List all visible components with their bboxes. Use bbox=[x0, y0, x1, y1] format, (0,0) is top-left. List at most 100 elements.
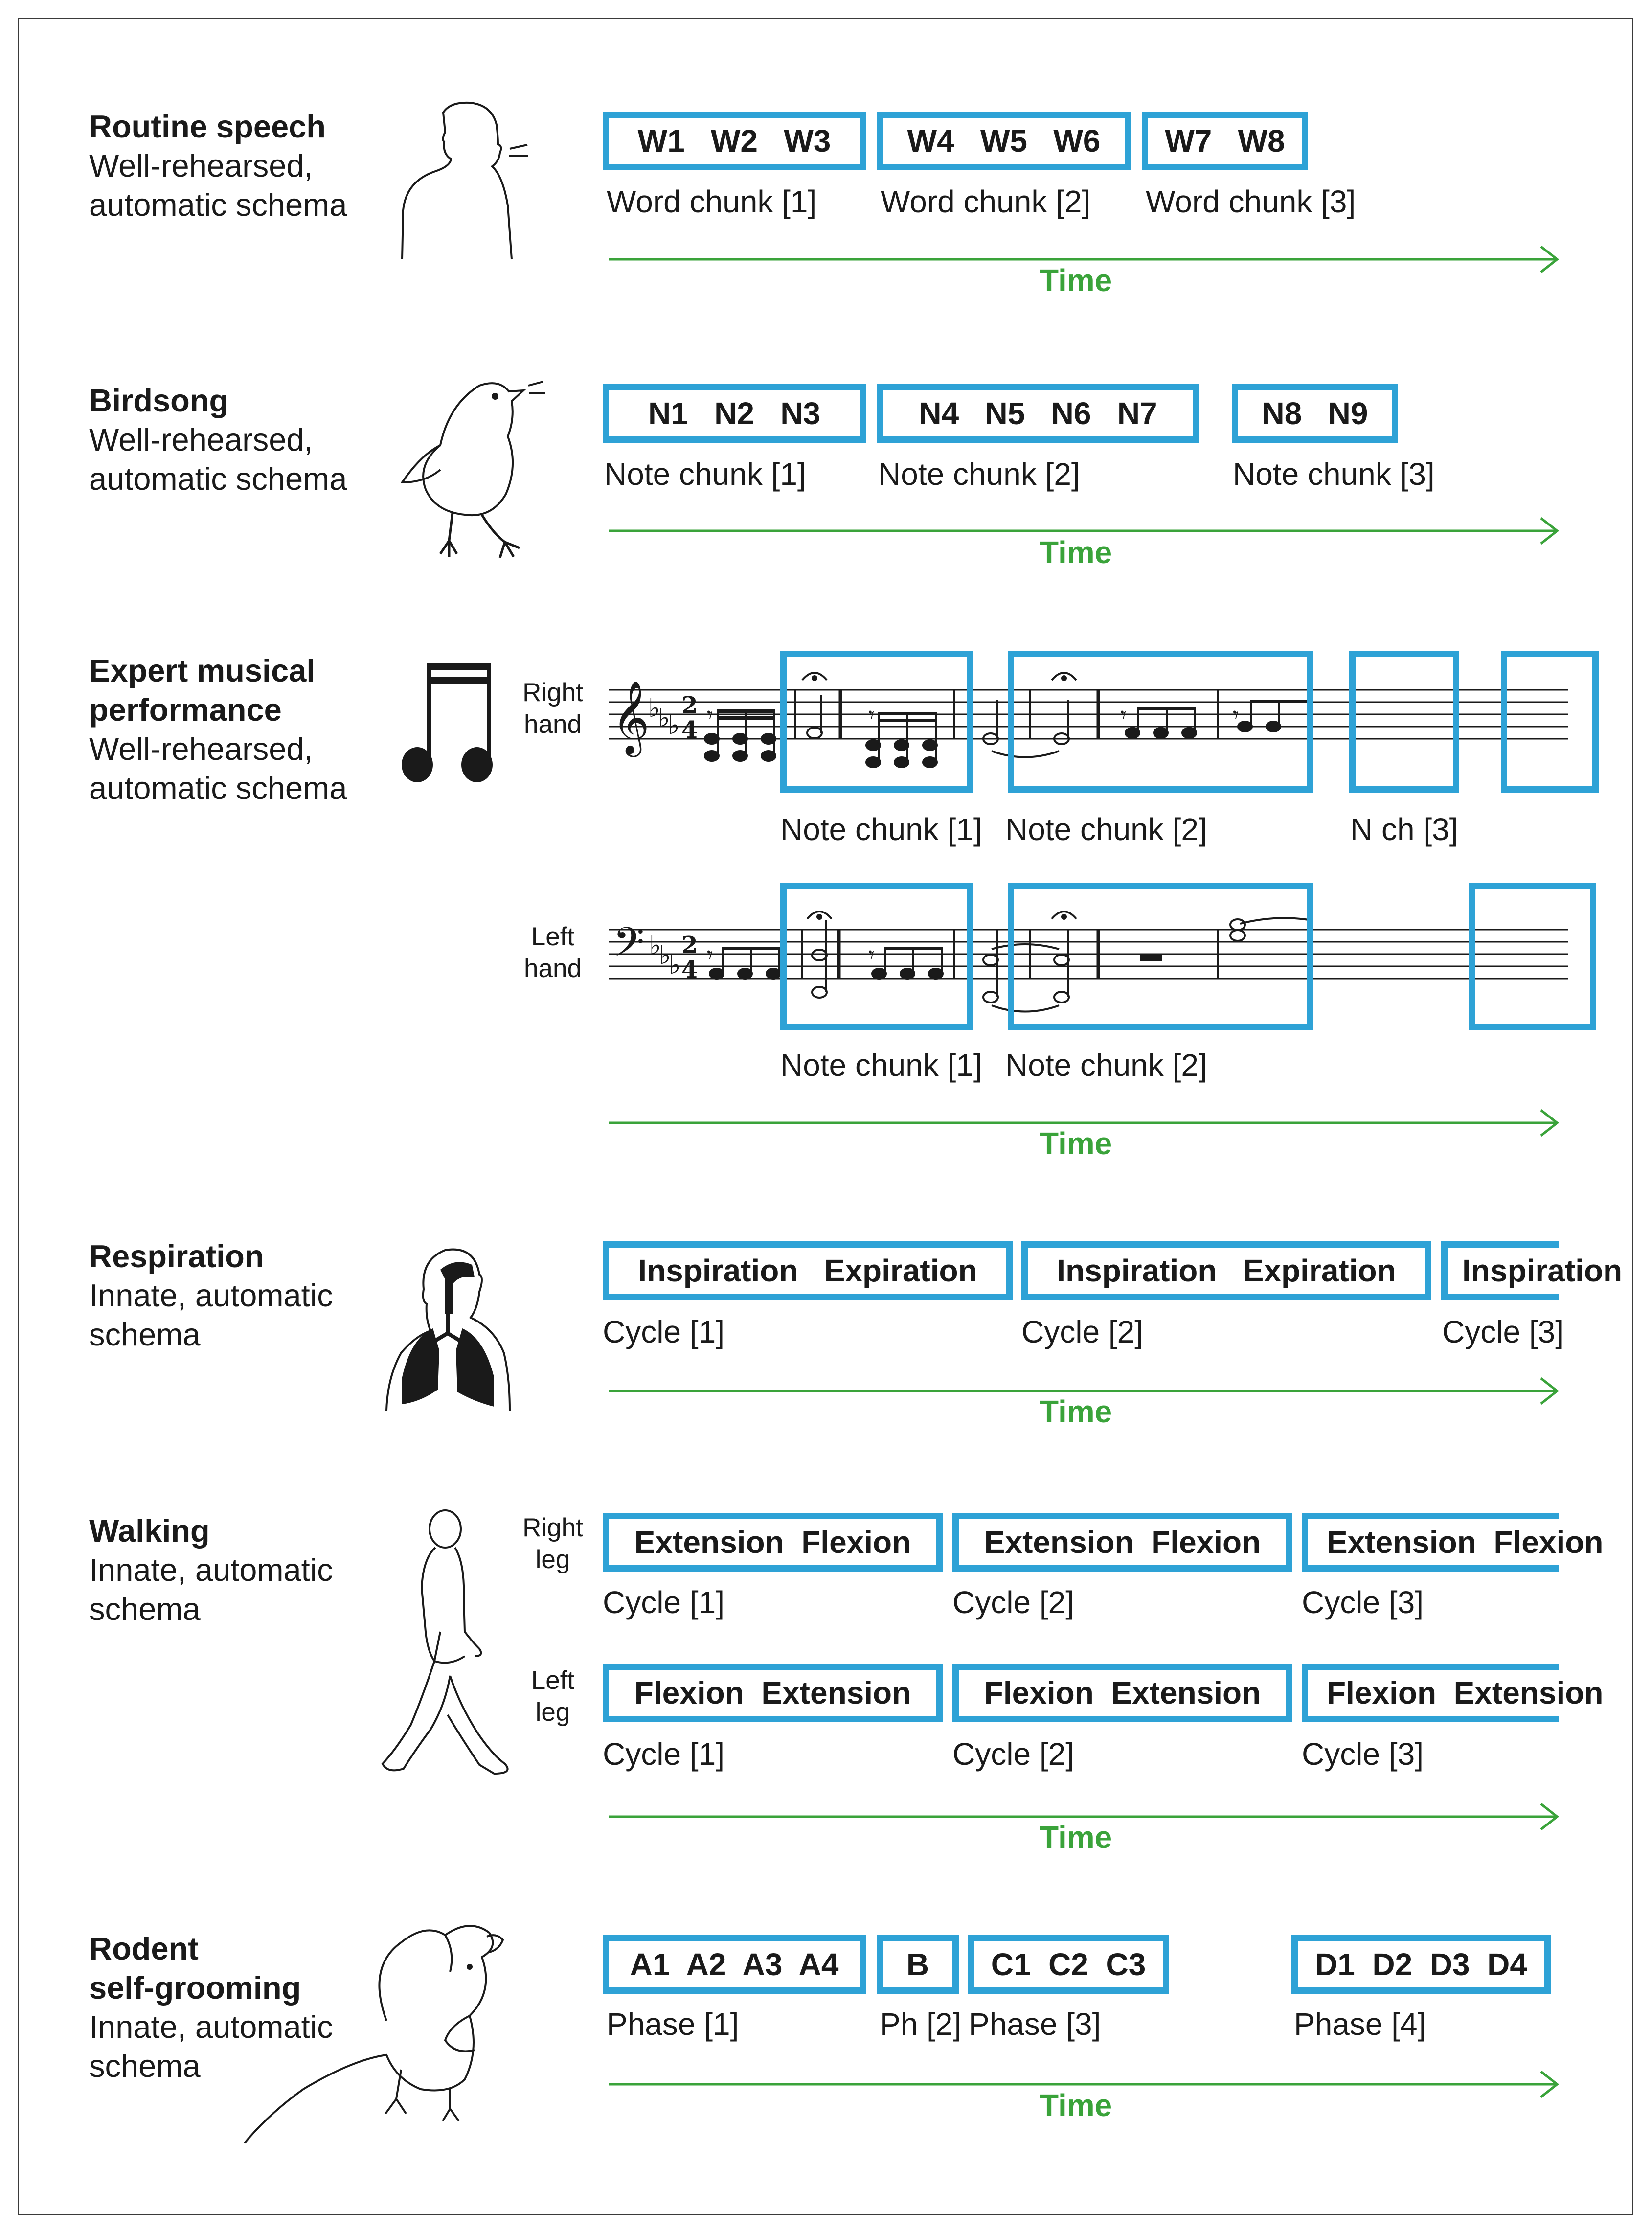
grooming-caption-4: Phase [4] bbox=[1294, 2006, 1426, 2042]
svg-text:♭: ♭ bbox=[669, 951, 681, 980]
grooming-title-line2: self-grooming bbox=[89, 1970, 301, 2006]
walking-desc-line1: Innate, automatic bbox=[89, 1552, 333, 1588]
birdsong-time-arrow bbox=[609, 517, 1560, 545]
respiration-caption-2: Cycle [2] bbox=[1021, 1314, 1143, 1349]
respiration-desc-line1: Innate, automatic bbox=[89, 1277, 333, 1313]
walking-title: Walking bbox=[89, 1513, 210, 1549]
bass-staff: 𝄢 ♭ ♭ ♭ 2 4 𝄾 𝄾 bbox=[609, 911, 1568, 1013]
birdsong-title: Birdsong bbox=[89, 383, 229, 418]
grooming-chunk-1: A1 A2 A3 A4 bbox=[603, 1935, 866, 1994]
speech-chunk-3: W7 W8 bbox=[1142, 112, 1308, 170]
music-desc-line1: Well-rehearsed, bbox=[89, 731, 313, 767]
walking-person-icon bbox=[381, 1509, 509, 1775]
right-leg-caption-3: Cycle [3] bbox=[1302, 1585, 1424, 1620]
figure-frame bbox=[18, 18, 1633, 2215]
left-leg-label-2: leg bbox=[535, 1698, 570, 1727]
left-leg-caption-3: Cycle [3] bbox=[1302, 1736, 1424, 1772]
svg-text:𝄾: 𝄾 bbox=[868, 941, 875, 969]
speech-chunk-2: W4 W5 W6 bbox=[877, 112, 1131, 170]
birdsong-chunk-1: N1 N2 N3 bbox=[603, 384, 866, 443]
time-sig-top: 2 bbox=[681, 692, 698, 719]
music-note-icon bbox=[402, 663, 493, 782]
left-hand-chunk-2 bbox=[1008, 883, 1313, 1030]
grooming-desc-line1: Innate, automatic bbox=[89, 2009, 333, 2045]
treble-staff: 𝄞 ♭ ♭ ♭ 2 4 𝄾 𝄾 bbox=[609, 672, 1568, 768]
svg-text:𝄢: 𝄢 bbox=[613, 918, 644, 976]
birdsong-desc-line1: Well-rehearsed, bbox=[89, 422, 313, 457]
svg-text:♭: ♭ bbox=[649, 931, 661, 960]
birdsong-time-label: Time bbox=[1040, 535, 1112, 570]
svg-text:𝄾: 𝄾 bbox=[1120, 702, 1127, 729]
birdsong-caption-2: Note chunk [2] bbox=[878, 456, 1080, 492]
bass-time-sig-bottom: 4 bbox=[681, 956, 698, 983]
walking-time-arrow bbox=[609, 1803, 1560, 1830]
grooming-chunk-3: C1 C2 C3 bbox=[968, 1935, 1169, 1994]
left-leg-chunk-3: Flexion Extension bbox=[1302, 1664, 1603, 1722]
music-desc-line2: automatic schema bbox=[89, 770, 347, 806]
right-hand-caption-2: Note chunk [2] bbox=[1005, 812, 1207, 847]
birdsong-caption-1: Note chunk [1] bbox=[604, 456, 806, 492]
music-time-arrow bbox=[609, 1109, 1560, 1137]
left-hand-chunk-3 bbox=[1469, 883, 1596, 1030]
music-title-line2: performance bbox=[89, 692, 282, 728]
grooming-caption-2: Ph [2] bbox=[880, 2006, 962, 2042]
respiration-caption-1: Cycle [1] bbox=[603, 1314, 724, 1349]
right-leg-caption-2: Cycle [2] bbox=[952, 1585, 1074, 1620]
right-leg-chunk-3: Extension Flexion bbox=[1302, 1513, 1603, 1572]
speech-title: Routine speech bbox=[89, 109, 326, 144]
left-hand-label-1: Left bbox=[531, 922, 575, 951]
svg-text:𝄾: 𝄾 bbox=[707, 702, 713, 729]
svg-text:♭: ♭ bbox=[648, 694, 660, 723]
left-hand-chunk-1 bbox=[780, 883, 973, 1030]
grooming-caption-3: Phase [3] bbox=[969, 2006, 1101, 2042]
svg-text:𝄾: 𝄾 bbox=[868, 702, 875, 729]
right-leg-chunk-1: Extension Flexion bbox=[603, 1513, 943, 1572]
grooming-chunk-4: D1 D2 D3 D4 bbox=[1291, 1935, 1551, 1994]
svg-text:𝄾: 𝄾 bbox=[1233, 702, 1239, 729]
time-sig-bottom: 4 bbox=[681, 716, 698, 744]
speech-time-arrow bbox=[609, 246, 1560, 273]
svg-text:♭: ♭ bbox=[668, 711, 680, 740]
left-hand-caption-1: Note chunk [1] bbox=[780, 1048, 982, 1083]
respiration-title: Respiration bbox=[89, 1238, 264, 1274]
respiration-time-label: Time bbox=[1040, 1394, 1112, 1429]
bird-singing-icon bbox=[400, 381, 545, 558]
respiration-chunk-3: Inspiration bbox=[1441, 1241, 1622, 1300]
right-hand-chunk-2 bbox=[1008, 651, 1313, 793]
birdsong-chunk-3: N8 N9 bbox=[1232, 384, 1398, 443]
right-hand-label-2: hand bbox=[524, 710, 582, 739]
speech-chunk-1: W1 W2 W3 bbox=[603, 112, 866, 170]
birdsong-desc-line2: automatic schema bbox=[89, 461, 347, 497]
respiration-time-arrow bbox=[609, 1377, 1560, 1405]
left-hand-caption-2: Note chunk [2] bbox=[1005, 1048, 1207, 1083]
grooming-chunk-2: B bbox=[877, 1935, 959, 1994]
right-leg-label-1: Right bbox=[522, 1513, 583, 1542]
birdsong-caption-3: Note chunk [3] bbox=[1233, 456, 1435, 492]
grooming-time-label: Time bbox=[1040, 2088, 1112, 2123]
right-hand-chunk-4 bbox=[1501, 651, 1599, 793]
right-leg-chunk-2: Extension Flexion bbox=[952, 1513, 1292, 1572]
grooming-title-line1: Rodent bbox=[89, 1931, 199, 1966]
left-leg-caption-2: Cycle [2] bbox=[952, 1736, 1074, 1772]
walking-desc-line2: schema bbox=[89, 1591, 201, 1627]
left-leg-label-1: Left bbox=[531, 1666, 575, 1695]
respiration-desc-line2: schema bbox=[89, 1317, 201, 1352]
person-speaking-icon bbox=[401, 101, 528, 260]
bass-time-sig-top: 2 bbox=[681, 932, 698, 959]
respiration-chunk-1: Inspiration Expiration bbox=[603, 1241, 1013, 1300]
music-time-label: Time bbox=[1040, 1126, 1112, 1161]
svg-text:♭: ♭ bbox=[659, 941, 671, 970]
respiration-caption-3: Cycle [3] bbox=[1442, 1314, 1564, 1349]
left-leg-caption-1: Cycle [1] bbox=[603, 1736, 724, 1772]
grooming-time-arrow bbox=[609, 2071, 1560, 2098]
svg-text:𝄞: 𝄞 bbox=[612, 680, 650, 757]
right-leg-caption-1: Cycle [1] bbox=[603, 1585, 724, 1620]
grooming-caption-1: Phase [1] bbox=[607, 2006, 739, 2042]
speech-desc-line1: Well-rehearsed, bbox=[89, 148, 313, 183]
music-staves-clip: 𝄞 ♭ ♭ ♭ 2 4 𝄾 𝄾 bbox=[609, 651, 1599, 1030]
respiration-chunk-2: Inspiration Expiration bbox=[1021, 1241, 1431, 1300]
right-hand-chunk-3 bbox=[1349, 651, 1459, 793]
grooming-desc-line2: schema bbox=[89, 2048, 201, 2084]
right-hand-caption-3: N ch [3] bbox=[1350, 812, 1458, 847]
svg-text:𝄾: 𝄾 bbox=[707, 941, 713, 969]
